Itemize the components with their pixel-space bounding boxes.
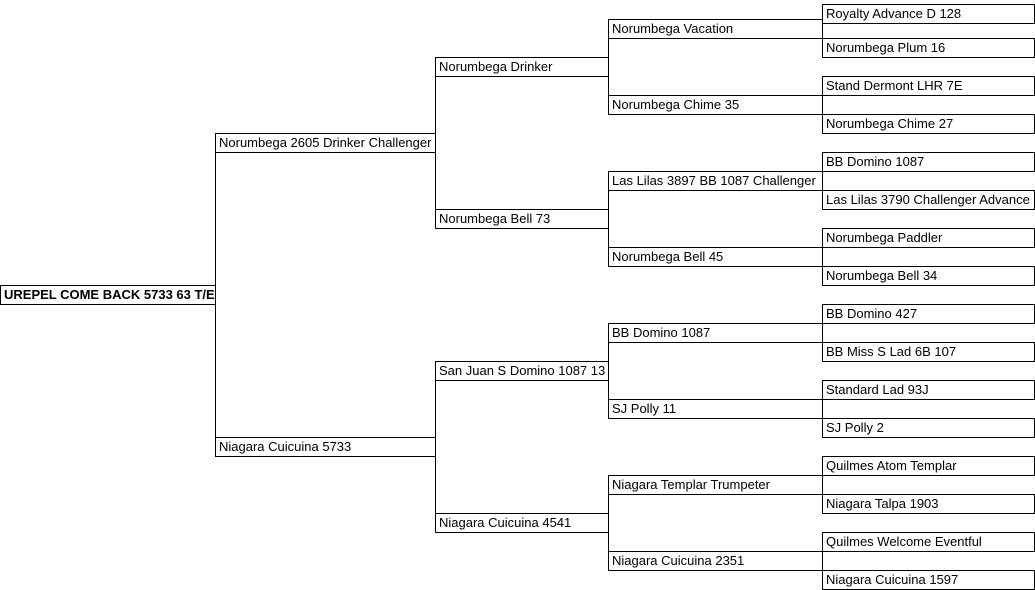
connector-line-g4-6 xyxy=(822,456,823,514)
connector-line-g3-3 xyxy=(608,475,609,571)
pedigree-node-g4-0: Royalty Advance D 128 xyxy=(822,4,1035,24)
connector-line-g1 xyxy=(215,133,216,457)
pedigree-node-g4-2: Stand Dermont LHR 7E xyxy=(822,76,1035,96)
pedigree-node-g2-3: Niagara Cuicuina 4541 xyxy=(435,513,609,533)
connector-line-g2-1 xyxy=(435,361,436,533)
connector-line-g4-4 xyxy=(822,304,823,362)
connector-line-g3-1 xyxy=(608,171,609,267)
pedigree-node-g1-dam: Niagara Cuicuina 5733 xyxy=(215,437,436,457)
connector-line-g4-2 xyxy=(822,152,823,210)
pedigree-node-g3-4: BB Domino 1087 xyxy=(608,323,823,343)
pedigree-node-g4-6: Norumbega Paddler xyxy=(822,228,1035,248)
pedigree-node-g3-5: SJ Polly 11 xyxy=(608,399,823,419)
pedigree-node-g4-5: Las Lilas 3790 Challenger Advance xyxy=(822,190,1035,210)
connector-line-g3-2 xyxy=(608,323,609,419)
pedigree-node-g3-1: Norumbega Chime 35 xyxy=(608,95,823,115)
pedigree-node-g3-7: Niagara Cuicuina 2351 xyxy=(608,551,823,571)
connector-line-g4-0 xyxy=(822,4,823,58)
pedigree-node-g1-sire: Norumbega 2605 Drinker Challenger xyxy=(215,133,436,153)
pedigree-node-subject: UREPEL COME BACK 5733 63 T/E xyxy=(0,285,216,305)
pedigree-node-g4-4: BB Domino 1087 xyxy=(822,152,1035,172)
pedigree-node-g4-12: Quilmes Atom Templar xyxy=(822,456,1035,476)
pedigree-node-g2-1: Norumbega Bell 73 xyxy=(435,209,609,229)
pedigree-node-g3-0: Norumbega Vacation xyxy=(608,19,823,39)
pedigree-node-g4-7: Norumbega Bell 34 xyxy=(822,266,1035,286)
connector-line-g2-0 xyxy=(435,57,436,229)
pedigree-node-g2-2: San Juan S Domino 1087 13 xyxy=(435,361,609,381)
pedigree-node-g4-15: Niagara Cuicuina 1597 xyxy=(822,570,1035,590)
connector-line-g3-0 xyxy=(608,19,609,115)
pedigree-node-g2-0: Norumbega Drinker xyxy=(435,57,609,77)
connector-line-g4-1 xyxy=(822,76,823,134)
pedigree-node-g3-6: Niagara Templar Trumpeter xyxy=(608,475,823,495)
pedigree-node-g3-3: Norumbega Bell 45 xyxy=(608,247,823,267)
pedigree-node-g4-14: Quilmes Welcome Eventful xyxy=(822,532,1035,552)
pedigree-node-g4-10: Standard Lad 93J xyxy=(822,380,1035,400)
pedigree-node-g4-8: BB Domino 427 xyxy=(822,304,1035,324)
pedigree-node-g3-2: Las Lilas 3897 BB 1087 Challenger xyxy=(608,171,823,191)
pedigree-node-g4-11: SJ Polly 2 xyxy=(822,418,1035,438)
connector-line-g4-5 xyxy=(822,380,823,438)
pedigree-node-g4-1: Norumbega Plum 16 xyxy=(822,38,1035,58)
connector-line-g4-7 xyxy=(822,532,823,590)
pedigree-node-g4-9: BB Miss S Lad 6B 107 xyxy=(822,342,1035,362)
connector-line-g4-3 xyxy=(822,228,823,286)
pedigree-node-g4-3: Norumbega Chime 27 xyxy=(822,114,1035,134)
pedigree-node-g4-13: Niagara Talpa 1903 xyxy=(822,494,1035,514)
